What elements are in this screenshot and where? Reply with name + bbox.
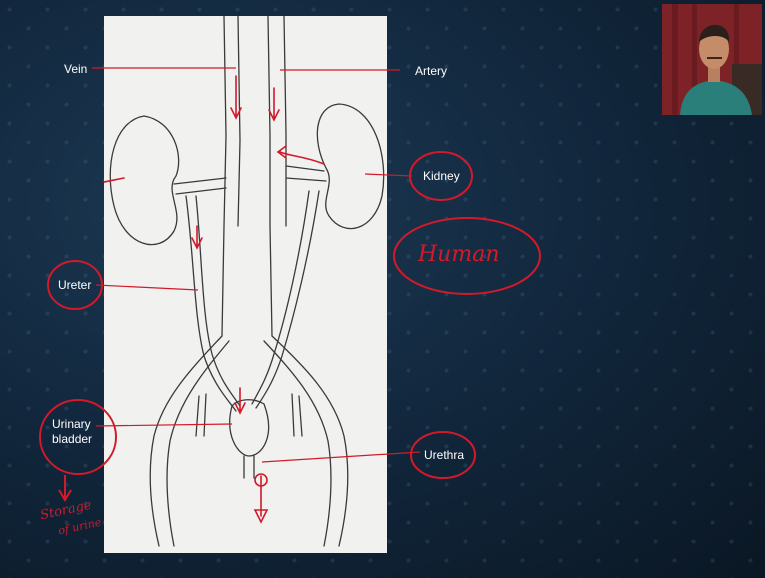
ureter-label: Ureter [58, 278, 91, 292]
artery-label: Artery [415, 64, 447, 78]
ink-circles [40, 152, 540, 500]
presenter-webcam [662, 4, 762, 115]
leader-lines [92, 68, 420, 462]
urethra-label: Urethra [424, 448, 464, 462]
kidney-leader [365, 174, 412, 176]
urinary-bladder-label-line1: Urinary [52, 417, 91, 431]
presenter-video [662, 4, 762, 115]
bladder-leader [96, 424, 232, 426]
urinary-bladder-label-line2: bladder [52, 432, 92, 446]
urethra-leader [262, 452, 420, 462]
curtain-fold [672, 4, 678, 115]
kidney-label: Kidney [423, 169, 460, 183]
human-annotation: Human [418, 243, 500, 267]
ureter-leader [96, 285, 198, 290]
storage-arrow [59, 475, 71, 500]
vein-label: Vein [64, 62, 87, 76]
